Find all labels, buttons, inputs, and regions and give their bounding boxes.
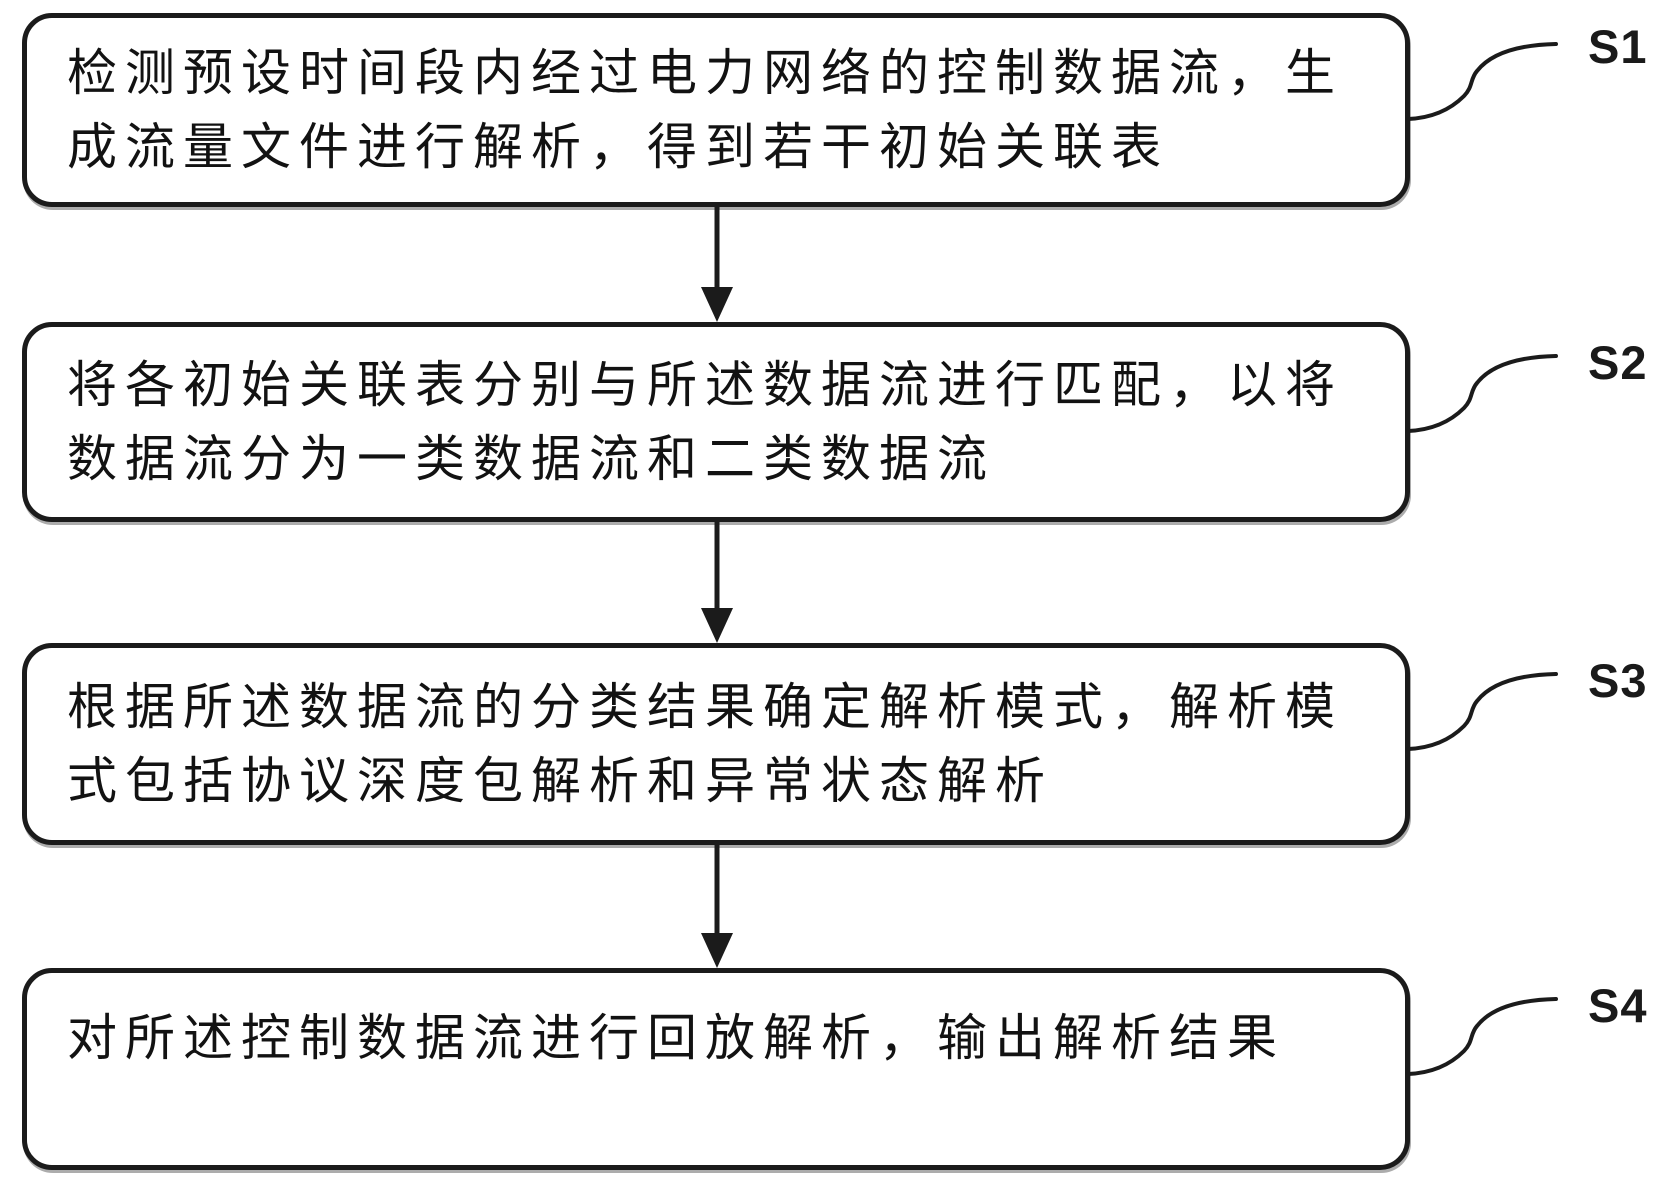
- flow-arrow-down-2: [701, 520, 733, 643]
- flow-arrow-down-3: [701, 843, 733, 968]
- step-connector-s2: [1406, 354, 1558, 433]
- step-label-s1: S1: [1588, 20, 1648, 73]
- step-s1-text-line-1: 检测预设时间段内经过电力网络的控制数据流，生: [67, 44, 1343, 102]
- step-connector-s1: [1406, 42, 1558, 121]
- step-connector-s3: [1406, 672, 1558, 751]
- step-s3-text-line-2: 式包括协议深度包解析和异常状态解析: [67, 752, 1053, 810]
- step-box-s1: 检测预设时间段内经过电力网络的控制数据流，生 成流量文件进行解析，得到若干初始关…: [22, 13, 1410, 207]
- step-s2-text-line-1: 将各初始关联表分别与所述数据流进行匹配，以将: [67, 356, 1343, 414]
- step-box-s2: 将各初始关联表分别与所述数据流进行匹配，以将 数据流分为一类数据流和二类数据流: [22, 322, 1410, 522]
- step-s3-text-line-1: 根据所述数据流的分类结果确定解析模式，解析模: [67, 678, 1343, 736]
- step-box-s4: 对所述控制数据流进行回放解析，输出解析结果: [22, 968, 1410, 1170]
- step-s4-text-line-1: 对所述控制数据流进行回放解析，输出解析结果: [67, 1009, 1285, 1067]
- step-connector-s4: [1406, 997, 1558, 1076]
- step-label-s3: S3: [1588, 654, 1648, 707]
- step-s2-text-line-2: 数据流分为一类数据流和二类数据流: [67, 430, 995, 488]
- flow-arrow-down-1: [701, 207, 733, 322]
- step-s1-text-line-2: 成流量文件进行解析，得到若干初始关联表: [67, 118, 1169, 176]
- step-label-s2: S2: [1588, 336, 1648, 389]
- step-label-s4: S4: [1588, 979, 1648, 1032]
- step-box-s3: 根据所述数据流的分类结果确定解析模式，解析模 式包括协议深度包解析和异常状态解析: [22, 643, 1410, 845]
